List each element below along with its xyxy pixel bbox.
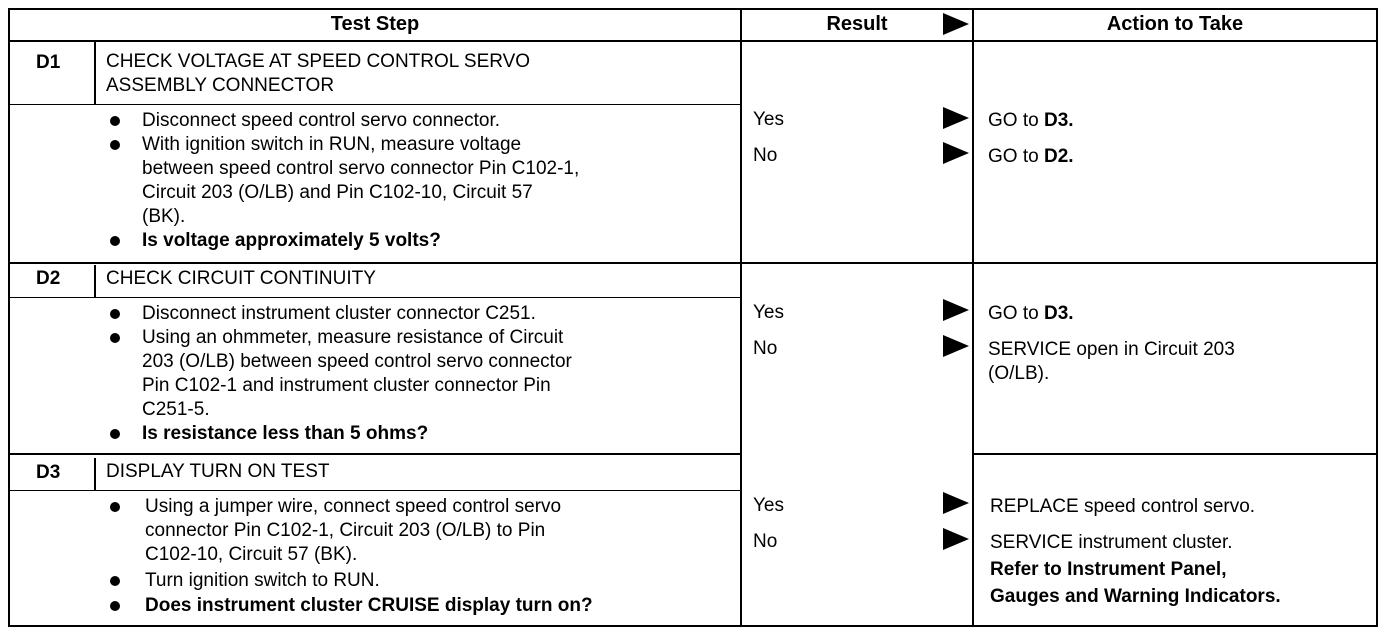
step-title-d3: DISPLAY TURN ON TEST [106, 461, 330, 482]
col-divider-action [972, 10, 974, 625]
header-result: Result [826, 13, 888, 35]
d2-title-rule [10, 297, 740, 298]
header-bottom-rule [10, 40, 1376, 42]
arrow-icon [943, 492, 969, 514]
d2-action-yes: GO to D3. [988, 303, 1074, 324]
d1-step-3-question: Is voltage approximately 5 volts? [142, 230, 441, 251]
d1-bottom-rule [10, 262, 1376, 264]
step-title-d2: CHECK CIRCUIT CONTINUITY [106, 268, 376, 289]
arrow-icon [943, 335, 969, 357]
d3-title-rule [10, 490, 740, 491]
header-test-step: Test Step [330, 13, 420, 35]
code-divider-d2 [94, 265, 96, 297]
step-code-d3: D3 [36, 462, 61, 483]
d1-action-yes: GO to D3. [988, 110, 1074, 131]
step-code-d1: D1 [36, 52, 61, 73]
bullet-icon [110, 502, 120, 512]
bullet-icon [110, 309, 120, 319]
d3-action-yes: REPLACE speed control servo. [990, 496, 1256, 517]
bullet-icon [110, 333, 120, 343]
d2-action-no: SERVICE open in Circuit 203 (O/LB). [988, 339, 1235, 384]
step-title-d1: CHECK VOLTAGE AT SPEED CONTROL SERVO ASS… [106, 51, 531, 96]
bullet-icon [110, 116, 120, 126]
code-divider-d3 [94, 458, 96, 490]
arrow-icon [943, 142, 969, 164]
d1-result-yes: Yes [753, 109, 784, 130]
arrow-icon [943, 107, 969, 129]
d2-step-2: Using an ohmmeter, measure resistance of… [142, 327, 572, 420]
bullet-icon [110, 429, 120, 439]
d3-step-1: Using a jumper wire, connect speed contr… [145, 496, 562, 565]
d2-bottom-rule-right [972, 453, 1376, 455]
d3-result-no: No [753, 531, 778, 552]
d2-step-1: Disconnect instrument cluster connector … [142, 303, 536, 324]
bullet-icon [110, 601, 120, 611]
arrow-icon [943, 528, 969, 550]
diagnostic-table: Test Step Result Action to Take D1 CHECK… [8, 8, 1378, 627]
d2-step-3-question: Is resistance less than 5 ohms? [142, 423, 429, 444]
d3-step-3-question: Does instrument cluster CRUISE display t… [145, 595, 593, 616]
d3-step-2: Turn ignition switch to RUN. [145, 570, 380, 591]
code-divider-d1 [94, 42, 96, 104]
bullet-icon [110, 576, 120, 586]
arrow-icon [943, 299, 969, 321]
header-arrow-icon [943, 13, 969, 35]
d2-result-no: No [753, 338, 778, 359]
d1-result-no: No [753, 145, 778, 166]
d3-action-no: SERVICE instrument cluster. Refer to Ins… [990, 532, 1281, 607]
d2-result-yes: Yes [753, 302, 784, 323]
d1-step-1: Disconnect speed control servo connector… [142, 110, 501, 131]
d3-result-yes: Yes [753, 495, 784, 516]
d2-bottom-rule [10, 453, 740, 455]
step-code-d2: D2 [36, 268, 61, 289]
d1-title-rule [10, 104, 740, 105]
bullet-icon [110, 140, 120, 150]
bullet-icon [110, 236, 120, 246]
d1-step-2: With ignition switch in RUN, measure vol… [142, 134, 580, 227]
d1-action-no: GO to D2. [988, 146, 1074, 167]
header-action: Action to Take [1106, 13, 1244, 35]
col-divider-result [740, 10, 742, 625]
